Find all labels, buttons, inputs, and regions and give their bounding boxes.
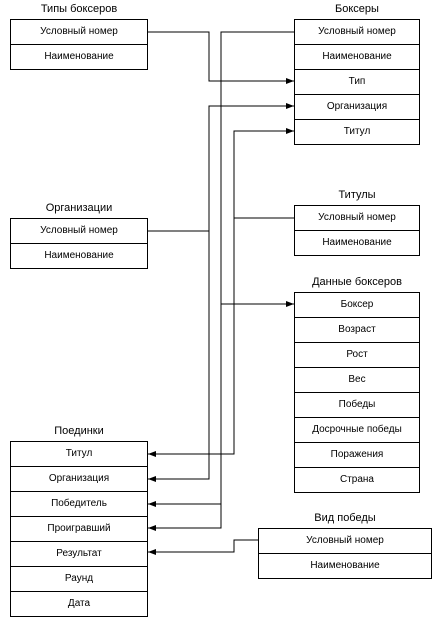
field-list: Условный номер Наименование Тип Организа…: [294, 19, 420, 145]
field-loser: Проигравший: [11, 516, 147, 541]
field-id: Условный номер: [40, 26, 118, 37]
field-age: Возраст: [295, 317, 419, 342]
field-list: Боксер Возраст Рост Вес Победы Досрочные…: [294, 292, 420, 493]
entity-boxer-types: Типы боксеров Условный номер Наименовани…: [10, 3, 148, 70]
field-country: Страна: [295, 467, 419, 492]
entity-title: Поединки: [54, 425, 104, 437]
field-name: Наименование: [259, 553, 431, 578]
field-list: Условный номер Наименование: [10, 19, 148, 70]
field-height: Рост: [295, 342, 419, 367]
entity-title: Типы боксеров: [40, 3, 118, 15]
field-weight: Вес: [295, 367, 419, 392]
entity-boxers: Боксеры Условный номер Наименование Тип …: [294, 3, 420, 145]
field-organization: Организация: [295, 94, 419, 119]
entity-boxer-data: Данные боксеров Боксер Возраст Рост Вес …: [294, 276, 420, 493]
field-title: Титул: [65, 448, 93, 459]
link-fight-title: [148, 218, 235, 457]
field-round: Раунд: [11, 566, 147, 591]
field-title: Титул: [295, 119, 419, 144]
entity-title: Вид победы: [314, 512, 376, 524]
field-losses: Поражения: [295, 442, 419, 467]
link-fight-result: [148, 539, 258, 555]
field-list: Титул Организация Победитель Проигравший…: [10, 441, 148, 617]
field-date: Дата: [11, 591, 147, 616]
field-result: Результат: [11, 541, 147, 566]
link-boxer-data: [220, 31, 294, 307]
entity-organizations: Организации Условный номер Наименование: [10, 202, 148, 269]
field-name: Наименование: [295, 230, 419, 255]
field-id: Условный номер: [318, 212, 396, 223]
field-type: Тип: [295, 69, 419, 94]
field-id: Условный номер: [306, 535, 384, 546]
entity-title: Титулы: [338, 189, 376, 201]
link-fight-loser: [148, 504, 222, 531]
link-boxer-type: [148, 31, 294, 84]
entity-title: Организации: [45, 202, 113, 214]
field-list: Условный номер Наименование: [294, 205, 420, 256]
link-fight-organization: [148, 231, 210, 482]
entity-title: Боксеры: [335, 3, 379, 15]
link-boxer-title: [233, 128, 294, 219]
field-boxer: Боксер: [340, 299, 374, 310]
entity-titles: Титулы Условный номер Наименование: [294, 189, 420, 256]
field-ko-wins: Досрочные победы: [295, 417, 419, 442]
field-list: Условный номер Наименование: [10, 218, 148, 269]
field-name: Наименование: [295, 44, 419, 69]
link-fight-winner: [148, 304, 222, 507]
field-id: Условный номер: [318, 26, 396, 37]
field-name: Наименование: [11, 243, 147, 268]
link-boxer-organization: [148, 103, 294, 232]
entity-title: Данные боксеров: [312, 276, 402, 288]
field-id: Условный номер: [40, 225, 118, 236]
field-wins: Победы: [295, 392, 419, 417]
entity-fights: Поединки Титул Организация Победитель Пр…: [10, 425, 148, 617]
entity-win-types: Вид победы Условный номер Наименование: [258, 512, 432, 579]
field-organization: Организация: [11, 466, 147, 491]
field-name: Наименование: [11, 44, 147, 69]
field-list: Условный номер Наименование: [258, 528, 432, 579]
field-winner: Победитель: [11, 491, 147, 516]
